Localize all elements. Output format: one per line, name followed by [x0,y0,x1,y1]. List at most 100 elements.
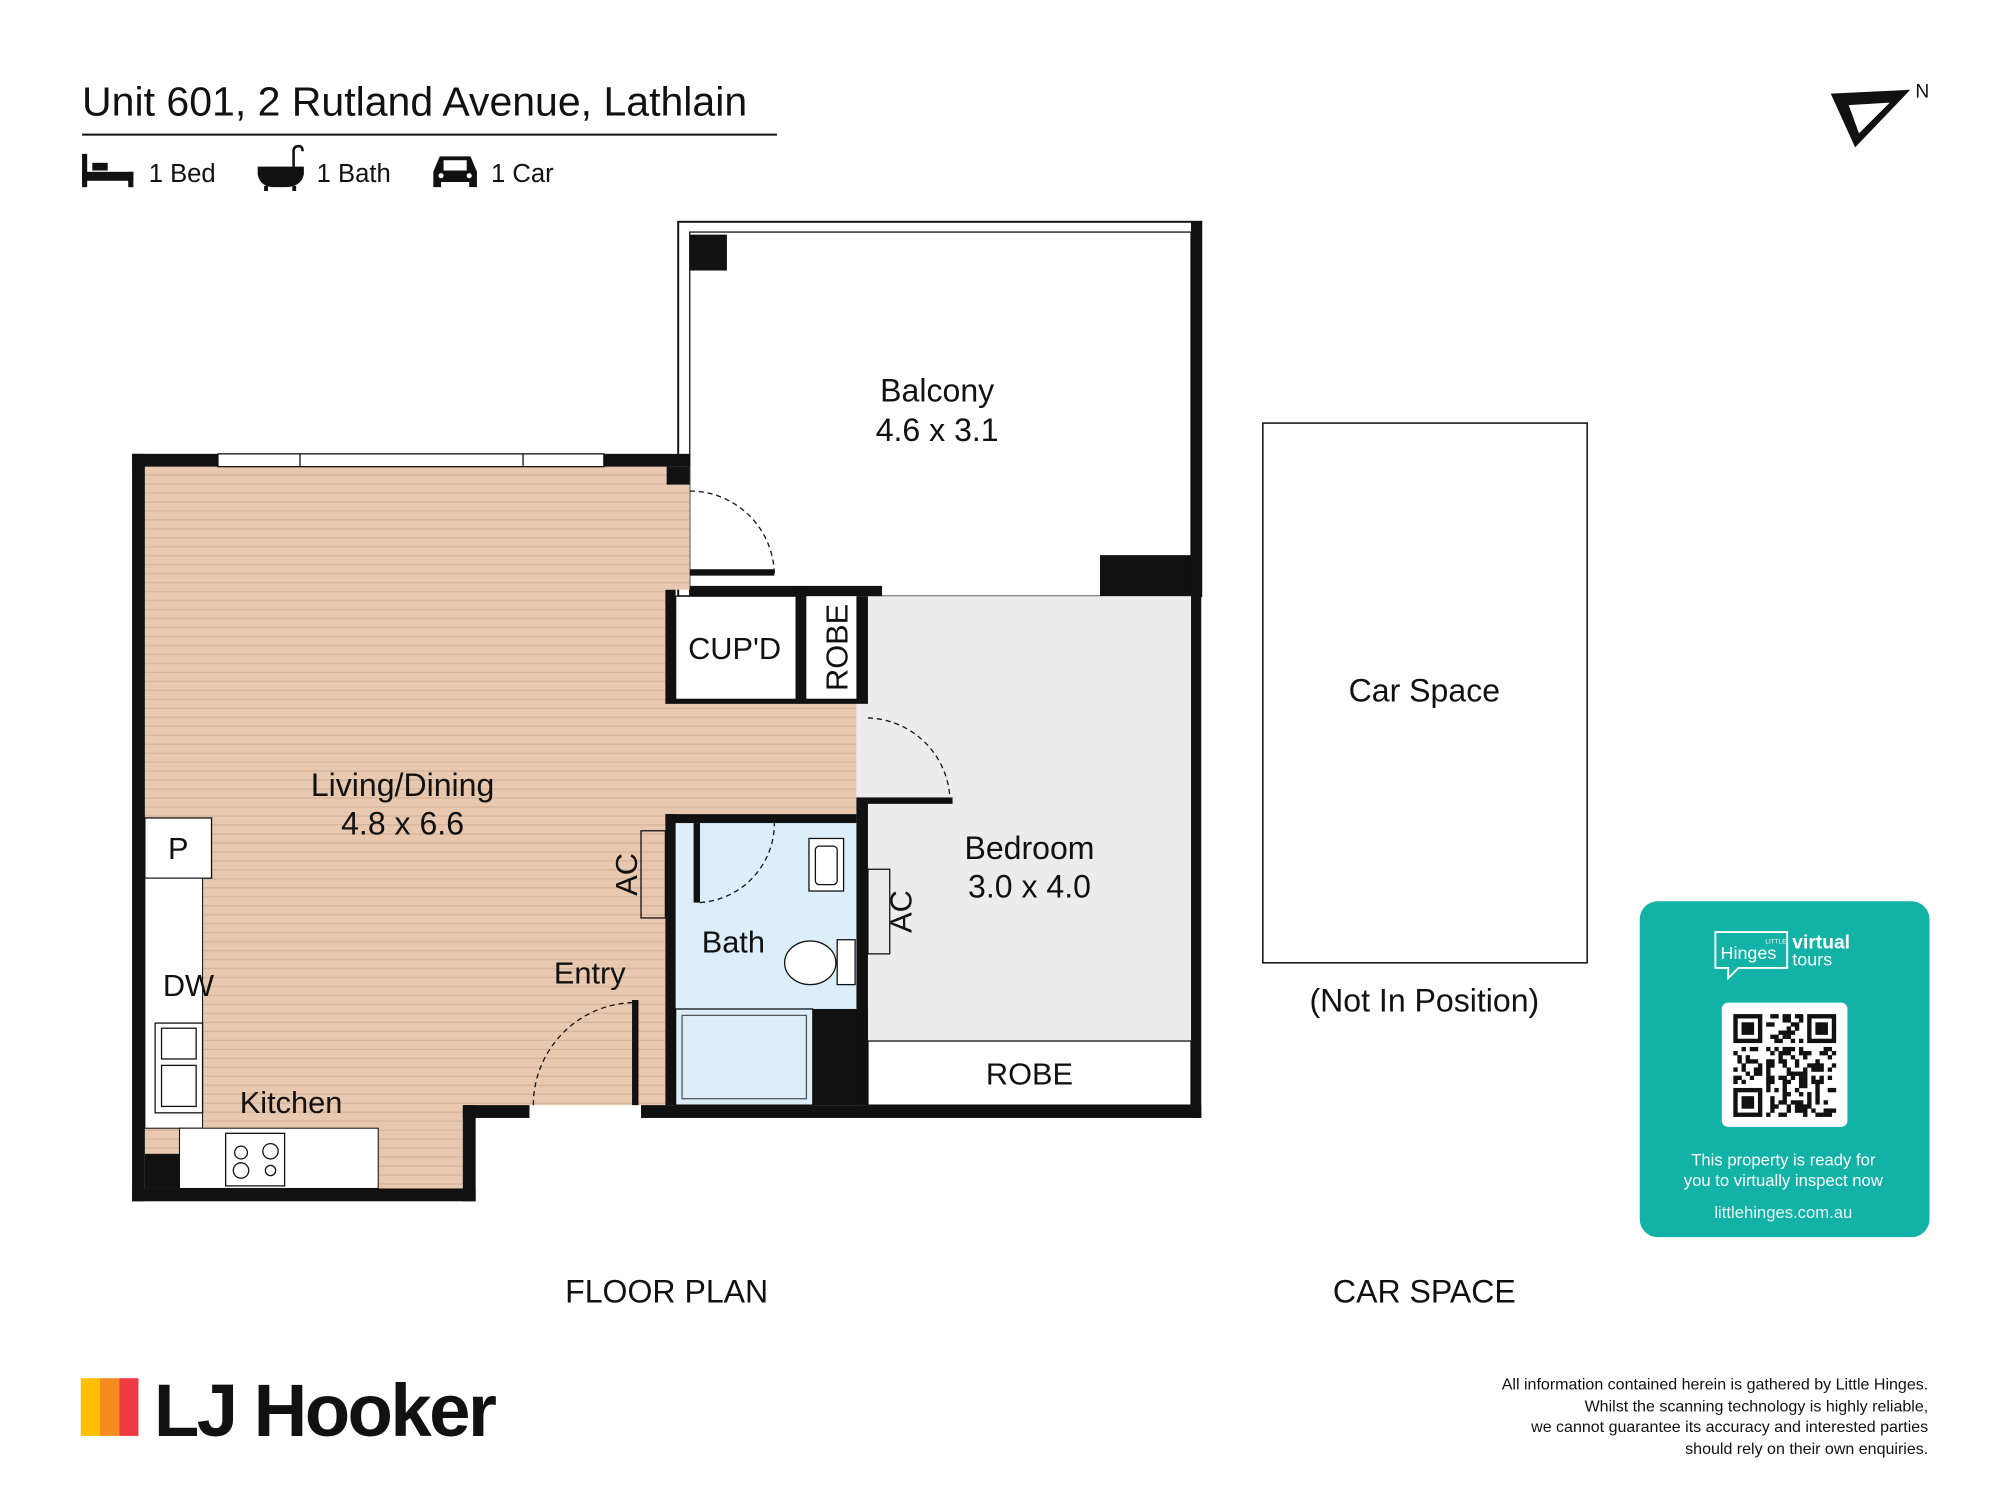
qr-module [1786,1092,1792,1097]
qr-module [1745,1071,1750,1076]
qr-module [1745,1030,1750,1035]
qr-module [1778,1112,1783,1117]
qr-module [1757,1018,1763,1023]
qr-module [1794,1059,1800,1064]
qr-module [1745,1087,1750,1093]
qr-module [1819,1026,1824,1031]
car-space-caption: CAR SPACE [1333,1274,1516,1310]
bath-label: Bath [702,925,765,960]
qr-module [1815,1026,1820,1031]
bedroom-floor [867,596,1192,1042]
qr-module [1749,1104,1755,1109]
qr-module [1778,1051,1783,1056]
page-title: Unit 601, 2 Rutland Avenue, Lathlain [82,78,747,124]
qr-module [1823,1108,1828,1113]
qr-module [1741,1063,1746,1068]
qr-module [1803,1083,1808,1089]
qr-module [1782,1096,1787,1101]
qr-module [1745,1014,1750,1019]
qr-module [1757,1022,1763,1027]
qr-module [1745,1022,1750,1027]
qr-module [1749,1046,1755,1052]
qr-module [1798,1092,1804,1097]
qr-module [1782,1075,1787,1080]
qr-module [1823,1038,1828,1044]
qr-module [1757,1034,1763,1039]
qr-module [1782,1046,1787,1052]
qr-module [1766,1071,1771,1076]
qr-module [1794,1104,1800,1109]
qr-module [1803,1055,1808,1060]
qr-module [1757,1092,1763,1097]
shower [675,1008,814,1106]
qr-module [1733,1100,1738,1105]
qr-module [1815,1030,1820,1035]
qr-module [1741,1038,1746,1044]
qr-module [1778,1055,1783,1060]
qr-module [1798,1046,1804,1052]
qr-module [1741,1067,1746,1072]
qr-module [1782,1100,1787,1105]
qr-module [1827,1108,1833,1113]
qr-module [1774,1046,1779,1052]
qr-module [1798,1079,1804,1085]
qr-module [1819,1112,1824,1117]
qr-module [1753,1014,1759,1019]
qr-module [1786,1051,1792,1056]
qr-module [1733,1018,1738,1023]
qr-module [1733,1104,1738,1109]
entry-label: Entry [554,955,626,990]
qr-module [1827,1014,1833,1019]
qr-module [1770,1051,1775,1056]
qr-module [1790,1071,1796,1076]
qr-module [1831,1018,1837,1023]
car-icon [433,156,477,188]
qr-module [1798,1083,1804,1089]
bed-icon [82,153,134,188]
qr-module [1823,1022,1828,1027]
qr-module [1803,1079,1808,1085]
qr-module [1749,1014,1755,1019]
qr-module [1798,1038,1804,1044]
qr-module [1757,1087,1763,1093]
qr-module [1757,1038,1763,1044]
qr-module [1827,1055,1833,1060]
qr-module [1733,1096,1738,1101]
qr-module [1770,1022,1775,1027]
qr-module [1815,1092,1820,1097]
car-space-note: (Not In Position) [1309,983,1539,1019]
qr-module [1749,1100,1755,1105]
svg-text:virtual: virtual [1792,933,1850,954]
promo-url[interactable]: littlehinges.com.au [1714,1203,1852,1222]
qr-module [1790,1075,1796,1080]
qr-module [1770,1063,1775,1068]
qr-module [1733,1038,1738,1044]
qr-module [1815,1014,1820,1019]
qr-module [1786,1108,1792,1113]
qr-module [1831,1108,1837,1113]
ac-bedroom-label: AC [884,890,919,933]
qr-module [1807,1014,1812,1019]
qr-module [1815,1059,1820,1064]
qr-module [1757,1071,1763,1076]
qr-module [1778,1038,1783,1044]
qr-module [1831,1022,1837,1027]
qr-module [1786,1030,1792,1035]
qr-module [1782,1059,1787,1064]
feature-bed: 1 Bed [149,160,216,188]
qr-module [1741,1087,1746,1093]
qr-module [1737,1112,1742,1117]
qr-module [1827,1087,1833,1093]
pantry-label: P [168,831,189,866]
qr-module [1753,1059,1759,1064]
qr-module [1782,1083,1787,1089]
virtual-tour-card[interactable]: LITTLE Hinges virtual tours This propert… [1639,901,1930,1238]
bedroom-size: 3.0 x 4.0 [968,868,1091,904]
qr-module [1831,1026,1837,1031]
qr-module [1737,1014,1742,1019]
qr-module [1774,1087,1779,1093]
qr-module [1741,1104,1746,1109]
qr-module [1778,1100,1783,1105]
qr-module [1786,1071,1792,1076]
qr-module [1823,1014,1828,1019]
